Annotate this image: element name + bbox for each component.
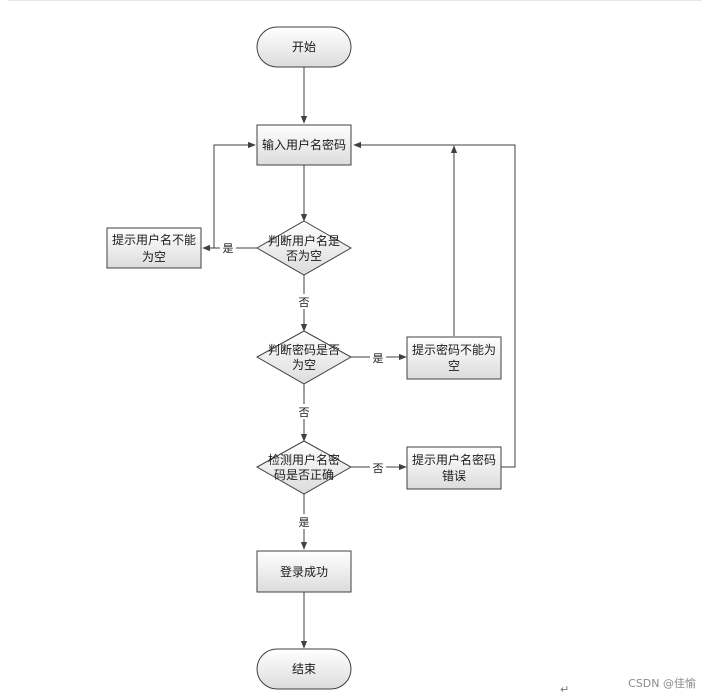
edge-label-pwd-empty-no: 否 [299,406,310,419]
check-password-label-2: 为空 [292,358,316,372]
success-label: 登录成功 [280,564,328,579]
warn-error-label-2: 错误 [442,469,466,483]
check-password-diamond [255,330,353,385]
verify-credentials-diamond [255,440,353,495]
check-username-label-2: 否为空 [286,249,322,263]
edge-label-user-empty-no: 否 [299,296,310,309]
warn-password-box [406,336,502,380]
input-box [256,124,352,166]
warn-username-label-2: 为空 [142,250,166,264]
check-password-label-1: 判断密码是否 [268,342,340,357]
input-label: 输入用户名密码 [262,137,346,152]
edge-warnuser-loop [213,141,256,248]
watermark: CSDN @佳愉 [628,677,696,690]
verify-credentials-label-2: 码是否正确 [274,468,334,482]
end-terminal [256,648,352,690]
check-username-diamond [255,220,353,276]
success-box [256,550,352,593]
edge-label-verify-no: 否 [373,462,384,475]
page-top-rule [8,0,702,1]
warn-username-label-1: 提示用户名不能 [112,232,196,247]
end-label: 结束 [292,662,316,676]
warn-password-label-2: 空 [448,359,460,373]
edge-label-verify-yes: 是 [299,516,310,529]
start-label: 开始 [292,40,316,54]
edge-warnerror-loop [353,141,516,468]
edge-label-pwd-empty-yes: 是 [373,352,384,365]
paragraph-mark: ↵ [560,683,570,696]
warn-error-label-1: 提示用户名密码 [412,452,496,467]
warn-password-label-1: 提示密码不能为 [412,342,496,357]
verify-credentials-label-1: 检测用户名密 [268,452,340,467]
start-terminal [256,26,352,68]
edge-label-user-empty-yes: 是 [223,242,234,255]
warn-error-box [406,446,502,490]
check-username-label-1: 判断用户名是 [268,233,340,248]
warn-username-box [106,227,202,269]
